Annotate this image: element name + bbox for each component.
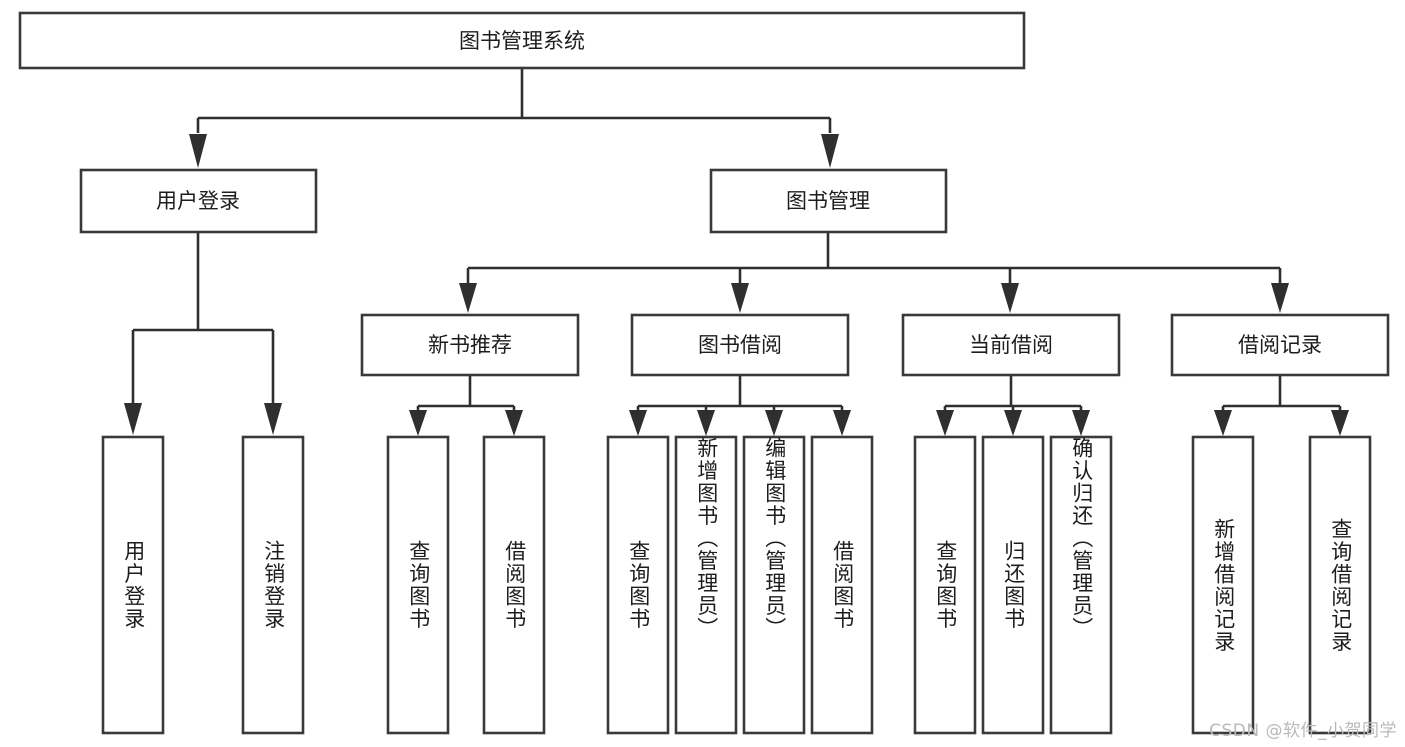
- node-new-book-recommend-box[interactable]: [360, 313, 580, 377]
- leaf-box-query-books-current[interactable]: [913, 435, 977, 735]
- leaf-box-confirm-return-admin[interactable]: [1049, 435, 1113, 735]
- leaf-box-borrow-books[interactable]: [810, 435, 874, 735]
- node-user-login[interactable]: 用户登录: [79, 168, 318, 234]
- node-book-management-label: 图书管理: [786, 189, 870, 213]
- node-root-box[interactable]: [18, 11, 1026, 70]
- node-book-borrow-box[interactable]: [630, 313, 850, 377]
- node-user-login-label: 用户登录: [156, 189, 240, 213]
- arrow-head-leaf-borrow-books-1: [505, 410, 523, 436]
- connector-group-borrow: [629, 375, 851, 436]
- leaf-box-query-books-borrow[interactable]: [606, 435, 670, 735]
- node-borrow-records-label: 借阅记录: [1238, 333, 1322, 357]
- node-borrow-records-box[interactable]: [1170, 313, 1390, 377]
- leaf-box-group: [101, 435, 1372, 735]
- connector-group-root: [189, 68, 839, 168]
- leaf-box-add-borrow-record[interactable]: [1191, 435, 1255, 735]
- arrow-head-leaf-add-book: [697, 410, 715, 436]
- arrow-head-leaf-edit-book: [765, 410, 783, 436]
- csdn-watermark: CSDN @软件_小贺同学: [1209, 721, 1397, 741]
- node-current-borrow[interactable]: 当前借阅: [901, 313, 1121, 377]
- leaf-box-return-book[interactable]: [981, 435, 1045, 735]
- node-book-borrow[interactable]: 图书借阅: [630, 313, 850, 377]
- leaf-box-borrow-books-new[interactable]: [482, 435, 546, 735]
- leaf-box-logout[interactable]: [241, 435, 305, 735]
- arrow-head-new-books: [459, 283, 477, 313]
- node-book-management[interactable]: 图书管理: [709, 168, 948, 234]
- leaf-box-add-book-admin[interactable]: [674, 435, 738, 735]
- leaf-box-edit-book-admin[interactable]: [742, 435, 806, 735]
- arrow-head-leaf-query-record: [1331, 410, 1349, 436]
- arrow-head-borrow-records: [1271, 283, 1289, 313]
- connector-group-book-mgmt: [459, 232, 1289, 313]
- arrow-head-user-login: [189, 134, 207, 168]
- node-new-book-recommend-label: 新书推荐: [428, 333, 512, 357]
- leaf-box-query-books-new[interactable]: [386, 435, 450, 735]
- connector-group-user-login: [124, 232, 282, 435]
- arrow-head-leaf-logout: [264, 403, 282, 435]
- leaf-box-user-login[interactable]: [101, 435, 165, 735]
- arrow-head-leaf-return-book: [1004, 410, 1022, 436]
- arrow-head-leaf-user-login: [124, 403, 142, 435]
- arrow-head-leaf-query-books-1: [409, 410, 427, 436]
- node-borrow-records[interactable]: 借阅记录: [1170, 313, 1390, 377]
- arrow-head-leaf-query-books-3: [936, 410, 954, 436]
- arrow-head-borrow: [731, 283, 749, 313]
- node-root-label: 图书管理系统: [459, 29, 585, 53]
- leaf-box-query-borrow-record[interactable]: [1308, 435, 1372, 735]
- connector-group-borrow-records: [1214, 375, 1349, 436]
- arrow-head-leaf-borrow-books-2: [833, 410, 851, 436]
- arrow-head-current-borrow: [1001, 283, 1019, 313]
- arrow-head-book-mgmt: [821, 134, 839, 168]
- arrow-head-leaf-confirm-return: [1072, 410, 1090, 436]
- node-new-book-recommend[interactable]: 新书推荐: [360, 313, 580, 377]
- arrow-head-leaf-query-books-2: [629, 410, 647, 436]
- connector-group-new-books: [409, 375, 523, 436]
- node-book-borrow-label: 图书借阅: [698, 333, 782, 357]
- arrow-head-leaf-add-record: [1214, 410, 1232, 436]
- node-current-borrow-box[interactable]: [901, 313, 1121, 377]
- node-current-borrow-label: 当前借阅: [969, 333, 1053, 357]
- node-book-management-box[interactable]: [709, 168, 948, 234]
- node-root[interactable]: 图书管理系统: [18, 11, 1026, 70]
- connector-group-current-borrow: [936, 375, 1090, 436]
- node-user-login-box[interactable]: [79, 168, 318, 234]
